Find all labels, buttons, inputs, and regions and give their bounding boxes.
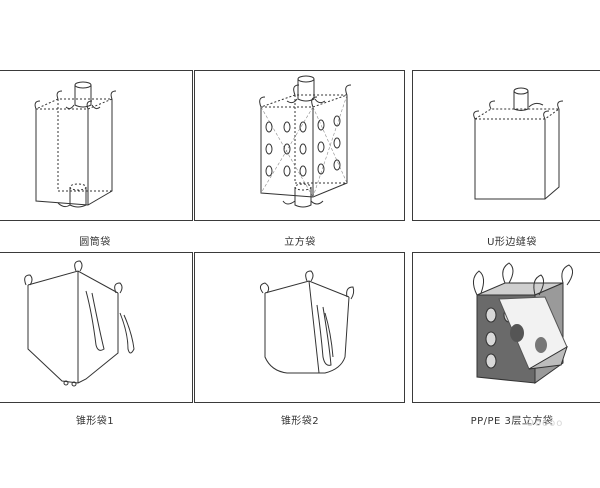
product-card-cylinder-bag[interactable] [0, 70, 193, 221]
u-panel-bag-illustration [473, 87, 564, 200]
three-layer-cube-bag-illustration [473, 262, 573, 384]
product-card-cube-bag[interactable] [194, 70, 405, 221]
product-card-u-panel-bag[interactable] [412, 70, 600, 221]
product-card-conical-bag-1[interactable] [0, 252, 193, 403]
caption-conical-bag-1: 锥形袋1 [75, 416, 115, 427]
caption-cube-bag: 立方袋 [284, 237, 316, 248]
cube-bag-illustration [259, 75, 352, 208]
watermark: Ooooo [526, 418, 564, 429]
conical-bag-1-illustration [24, 260, 135, 387]
conical-bag-2-illustration [259, 270, 355, 374]
caption-cylinder-bag: 圆筒袋 [79, 237, 111, 248]
product-card-three-layer-cube-bag[interactable] [412, 252, 600, 403]
caption-conical-bag-2: 锥形袋2 [280, 416, 320, 427]
caption-three-layer-cube-bag: PP/PE 3层立方袋 [470, 416, 554, 427]
cylinder-bag-illustration [34, 81, 117, 208]
caption-u-panel-bag: U形边缝袋 [487, 237, 537, 248]
product-card-conical-bag-2[interactable] [194, 252, 405, 403]
